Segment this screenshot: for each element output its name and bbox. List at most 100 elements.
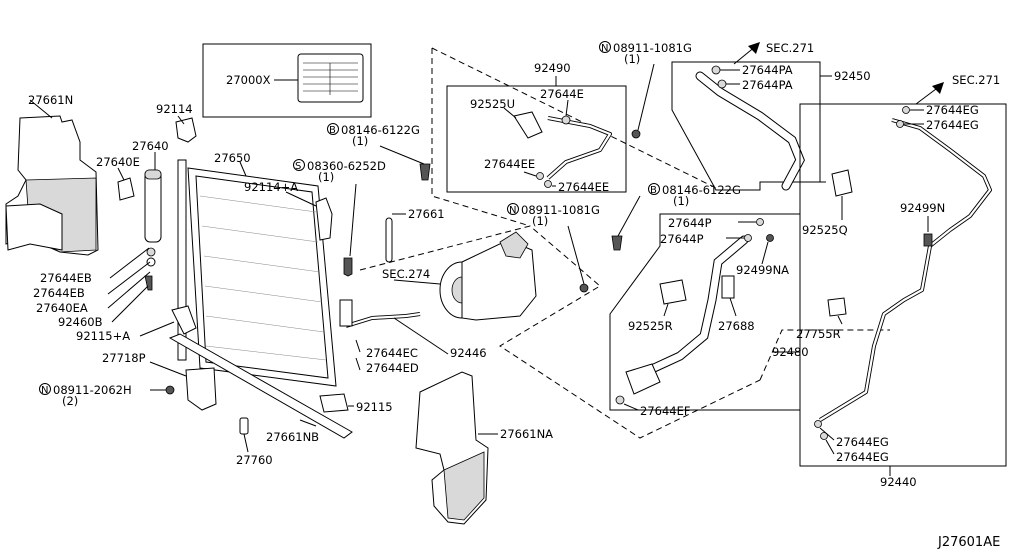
qty-2062H: (2) xyxy=(62,394,78,408)
bracket-92115A xyxy=(171,305,197,335)
symbol-n-a-text: N xyxy=(601,43,608,54)
qty-1081G-b: (1) xyxy=(532,214,548,228)
condenser-side-tank xyxy=(177,159,187,361)
qty-08146-a: (1) xyxy=(352,134,368,148)
label-27644EB-1: 27644EB xyxy=(40,271,92,285)
label-92499NA: 92499NA xyxy=(736,263,789,277)
receiver-drier-27640 xyxy=(144,169,162,243)
label-27644P-2: 27644P xyxy=(660,232,704,246)
o-ring-27644EG-3 xyxy=(814,420,822,428)
o-ring-27644P-2 xyxy=(744,234,752,242)
bracket-92525Q xyxy=(831,169,853,197)
symbol-b-b xyxy=(648,183,660,195)
air-guide-27661N-lower xyxy=(5,203,63,251)
label-08911-1081G-a: 08911-1081G xyxy=(613,41,692,55)
diagram-id: J27601AE xyxy=(937,535,1000,550)
bolt-08146-a xyxy=(419,163,431,181)
cap-92499N xyxy=(923,233,933,247)
label-92115: 92115 xyxy=(356,400,393,414)
label-27644EE-2: 27644EE xyxy=(558,180,609,194)
bracket-92525U xyxy=(513,111,543,139)
label-27661: 27661 xyxy=(408,207,445,221)
arrowhead-sec271-a xyxy=(748,42,760,54)
label-27644EB-2: 27644EB xyxy=(33,286,85,300)
condenser-inner-edge xyxy=(195,175,329,379)
symbol-n-b xyxy=(507,203,519,215)
sensor-27718P xyxy=(185,367,217,411)
o-ring-27644PA-2 xyxy=(717,79,727,89)
label-92114: 92114 xyxy=(156,102,193,116)
symbol-s-text: S xyxy=(295,161,301,172)
label-08360: 08360-6252D xyxy=(307,159,386,173)
label-27000X: 27000X xyxy=(226,73,271,87)
o-ring-27644P-1 xyxy=(756,218,764,226)
compressor-fittings xyxy=(499,231,529,259)
box-92490 xyxy=(446,85,627,193)
label-27644PA-1: 27644PA xyxy=(742,63,793,77)
label-27644EG-1: 27644EG xyxy=(926,103,979,117)
label-92460B: 92460B xyxy=(58,315,103,329)
caution-label-lines xyxy=(303,62,358,95)
pipe-92440 xyxy=(818,118,992,422)
label-27661N: 27661N xyxy=(28,93,73,107)
label-27644EG-2: 27644EG xyxy=(926,118,979,132)
bracket-92114A xyxy=(315,197,333,241)
label-08911-2062H: 08911-2062H xyxy=(53,383,132,397)
label-27644ED: 27644ED xyxy=(366,361,419,375)
label-92525R: 92525R xyxy=(628,319,673,333)
caution-label-part xyxy=(297,53,364,103)
cap-92499NA xyxy=(766,234,774,242)
drier-bracket-27640E xyxy=(117,177,135,201)
bracket-92114 xyxy=(175,117,197,143)
qty-1081G-a: (1) xyxy=(624,52,640,66)
o-ring-27644PA-1 xyxy=(711,65,721,75)
label-sec271-b: SEC.271 xyxy=(952,73,1000,87)
clip-27755R xyxy=(827,297,847,317)
air-guide-27661NA-face xyxy=(443,451,485,521)
label-92525U: 92525U xyxy=(470,97,515,111)
nut-08911-1081G-b xyxy=(579,283,589,293)
pipe-92446-fitting xyxy=(339,299,353,327)
label-27640E: 27640E xyxy=(96,155,140,169)
label-08146-b: 08146-6122G xyxy=(662,183,741,197)
symbol-b-b-text: B xyxy=(650,185,657,196)
box-92450 xyxy=(671,61,821,191)
bolt-08146-b xyxy=(611,235,623,251)
label-27718P: 27718P xyxy=(102,351,146,365)
label-92450: 92450 xyxy=(834,69,871,83)
arrowhead-sec271-b xyxy=(932,82,944,94)
o-ring-27644E xyxy=(561,115,571,125)
nut-08911-1081G-a xyxy=(631,129,641,139)
clip-27760 xyxy=(239,417,249,435)
right-zone-link xyxy=(759,329,890,381)
switch-27688 xyxy=(721,275,735,299)
label-sec274: SEC.274 xyxy=(382,267,430,281)
o-ring-27644EE-2 xyxy=(544,180,552,188)
o-ring-27644EG-1 xyxy=(902,106,910,114)
plug-27644EB xyxy=(146,257,156,267)
label-27644EC: 27644EC xyxy=(366,346,418,360)
label-92440: 92440 xyxy=(880,475,917,489)
nut-08911-2062H xyxy=(165,385,175,395)
o-ring-27644EB xyxy=(146,247,156,257)
o-ring-27644EG-4 xyxy=(820,432,828,440)
label-92480: 92480 xyxy=(772,345,809,359)
label-27644EG-4: 27644EG xyxy=(836,450,889,464)
label-08911-1081G-b: 08911-1081G xyxy=(521,203,600,217)
symbol-b-a xyxy=(327,123,339,135)
bracket-92115 xyxy=(319,393,349,413)
label-27644P-1: 27644P xyxy=(668,216,712,230)
qty-08360: (1) xyxy=(318,170,334,184)
symbol-n-a xyxy=(599,41,611,53)
box-92440 xyxy=(799,103,1007,467)
compressor-body xyxy=(461,239,537,321)
hose-92480 xyxy=(631,235,749,383)
label-27688: 27688 xyxy=(718,319,755,333)
label-27644PA-2: 27644PA xyxy=(742,78,793,92)
condenser-fins xyxy=(199,195,327,361)
compressor-zone xyxy=(359,225,761,439)
label-92499N: 92499N xyxy=(900,201,945,215)
muffler-92480 xyxy=(625,363,661,395)
label-27644EE-1: 27644EE xyxy=(484,157,535,171)
